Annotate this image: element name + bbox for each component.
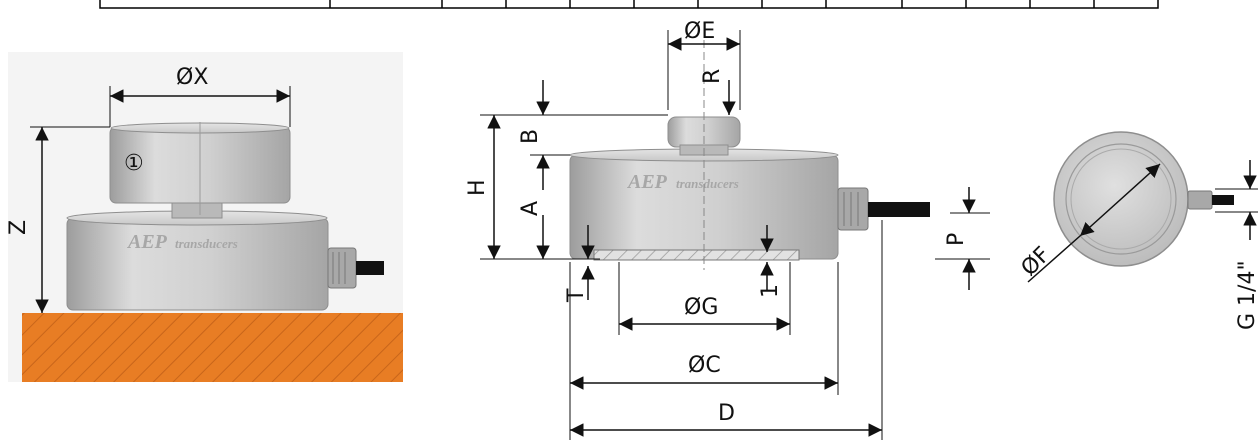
dim-c-label: ØC: [688, 353, 721, 378]
dim-b-label: B: [518, 129, 543, 144]
cable-gland: [327, 247, 357, 289]
cable: [356, 261, 384, 275]
side-body: [569, 154, 839, 260]
dim-1-label: 1: [758, 284, 783, 298]
dim-f-line: [1079, 163, 1161, 237]
dim-f-label: ØF: [1017, 242, 1056, 281]
brand-logo: AEP: [126, 231, 168, 253]
dim-d-label: D: [718, 401, 735, 426]
side-brand-tagline: transducers: [676, 176, 739, 191]
bottom-recess: [593, 249, 800, 261]
top-view: ØF G 1/4": [1017, 131, 1258, 330]
dim-r-label: R: [700, 69, 725, 84]
side-brand-logo: AEP: [626, 171, 668, 193]
dim-h-label: H: [465, 179, 490, 196]
side-view: AEP transducers ØE R H B A: [465, 19, 990, 440]
table-fragment: [99, 0, 1159, 9]
mounting-base: [22, 313, 403, 382]
dim-a-label: A: [518, 201, 543, 216]
dim-thread-label: G 1/4": [1235, 260, 1258, 330]
dim-t-label: T: [564, 288, 589, 303]
dim-g-label: ØG: [684, 295, 718, 320]
load-cell-body: [66, 217, 329, 311]
dim-p-label: P: [944, 233, 969, 246]
assembly-view: AEP transducers ① ØX Z: [6, 52, 403, 382]
brand-tagline: transducers: [175, 236, 238, 251]
dim-x-label: ØX: [176, 65, 208, 90]
dim-z-label: Z: [6, 220, 31, 235]
dim-e-label: ØE: [684, 19, 715, 44]
part-marker: ①: [124, 151, 144, 176]
